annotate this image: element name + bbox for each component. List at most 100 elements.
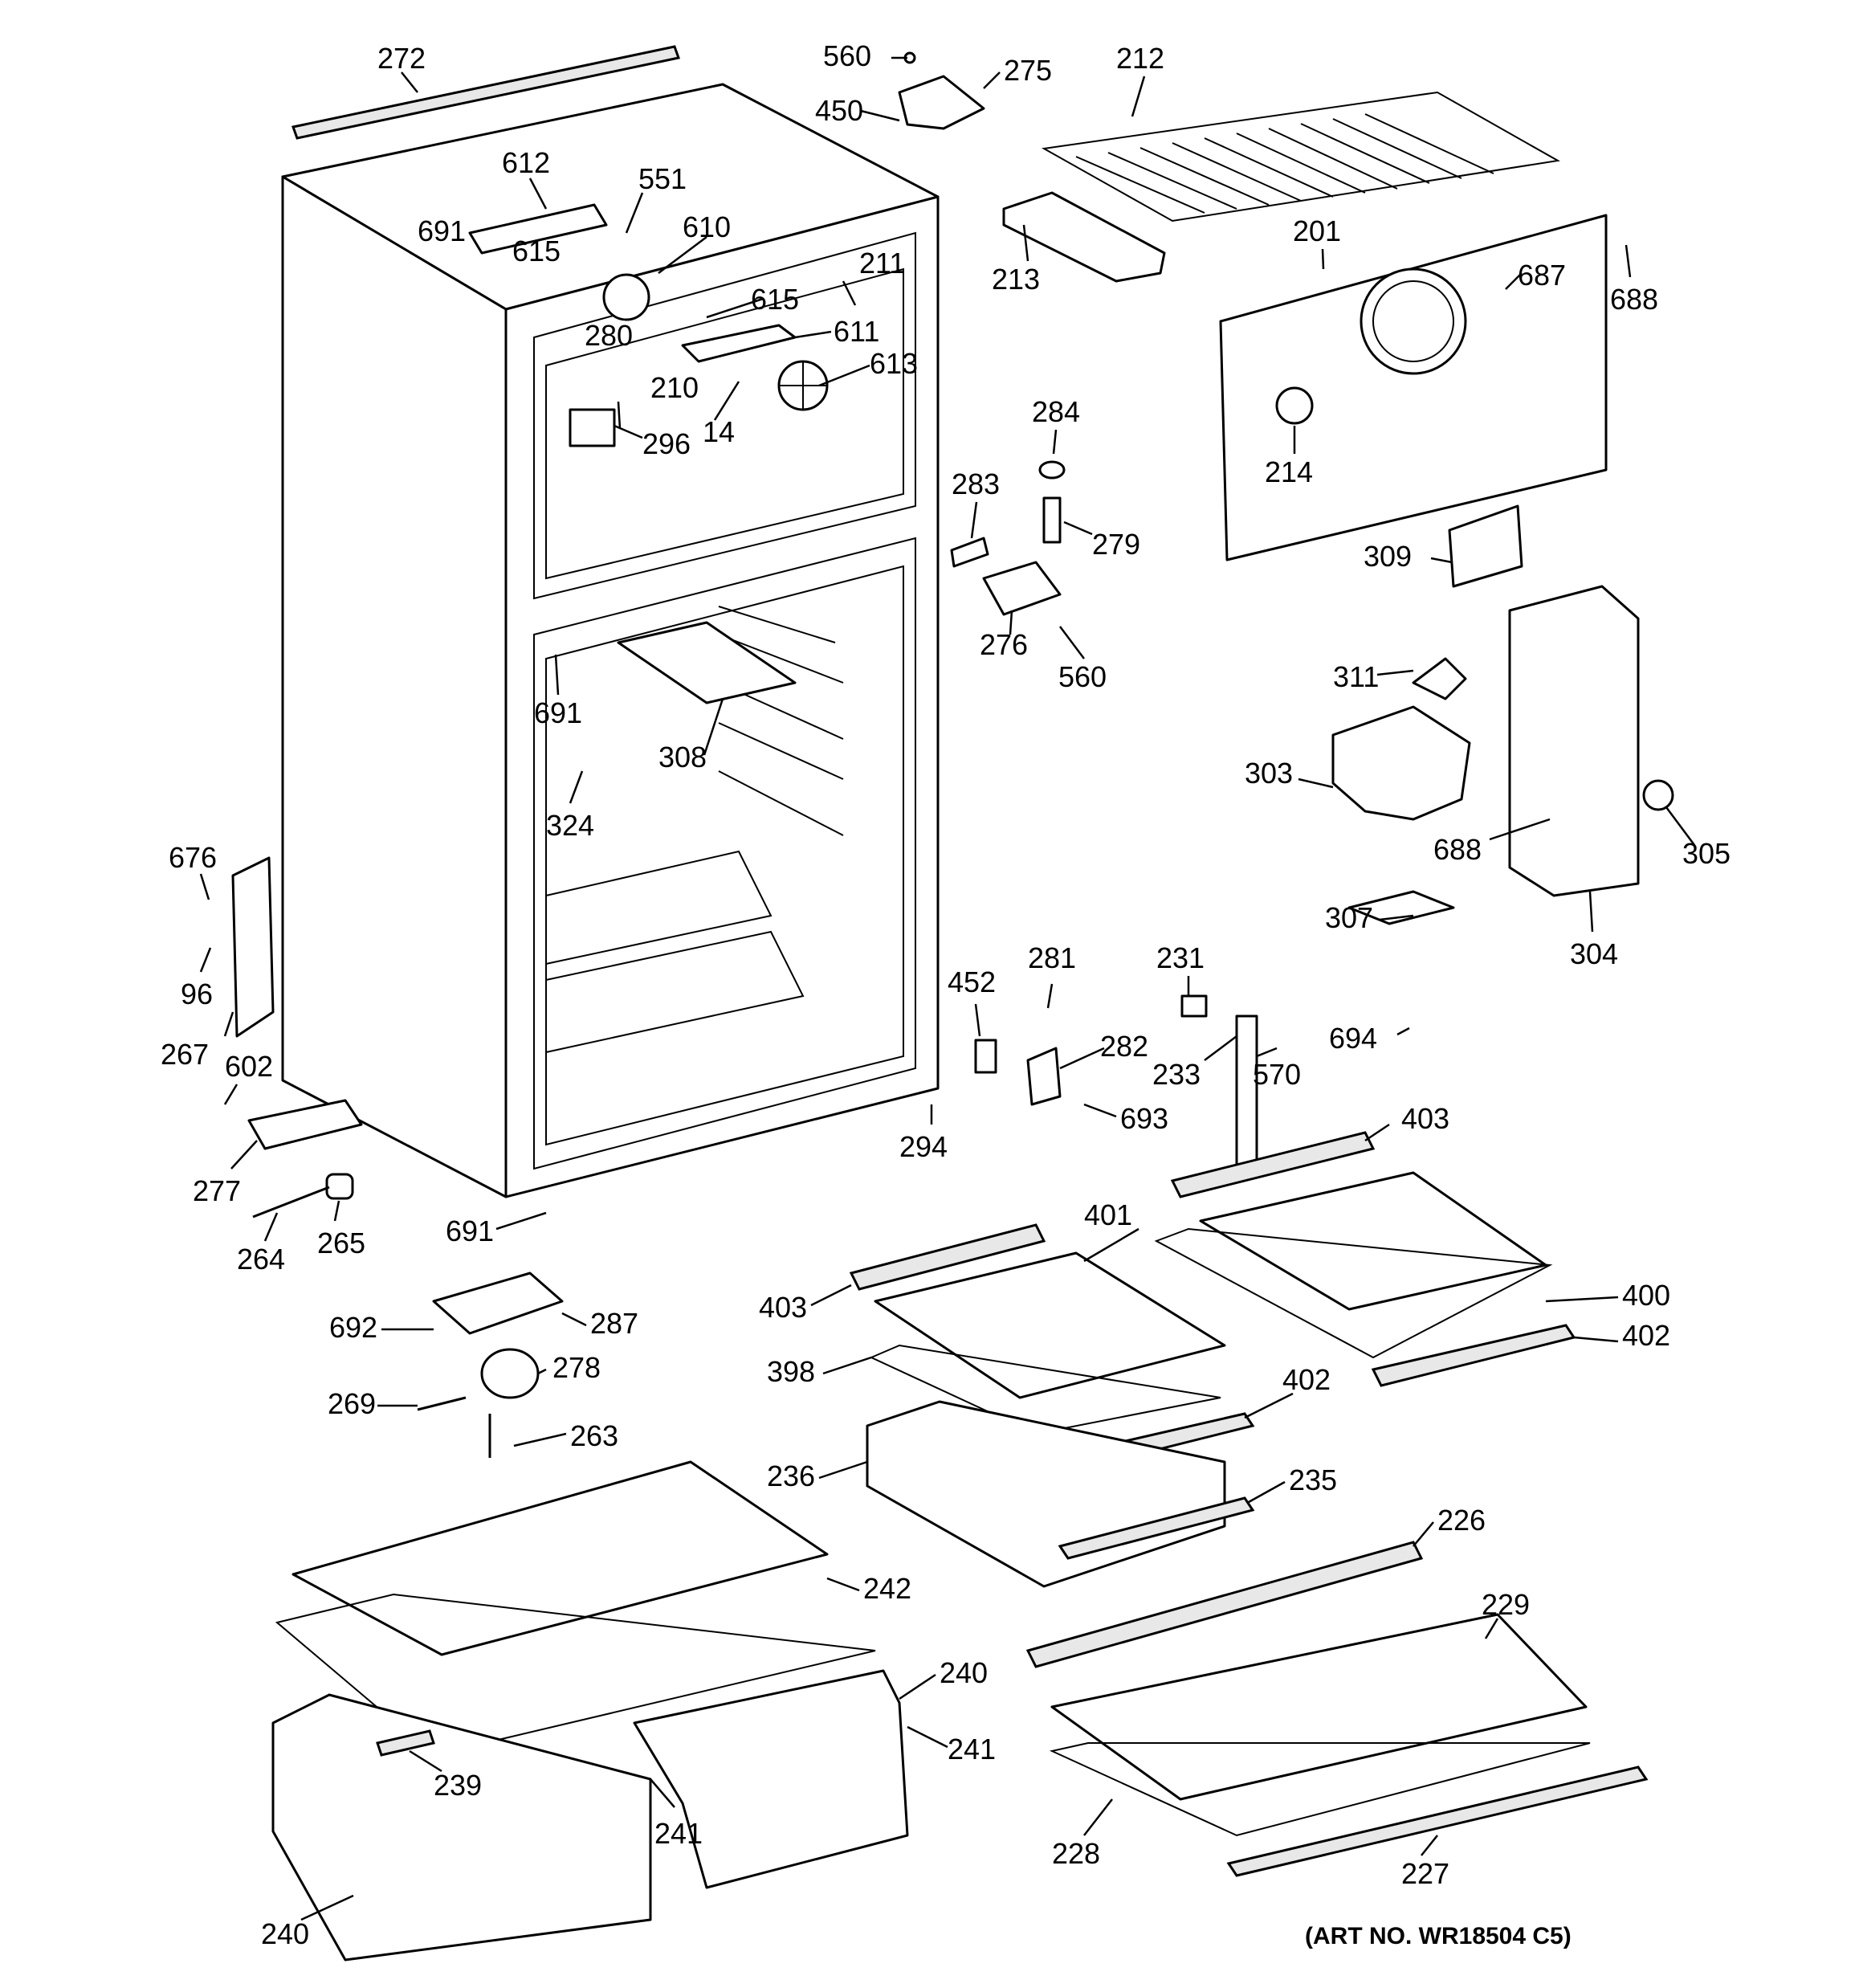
crisper-trim-239-part [376,1729,435,1757]
callout-226: 226 [1437,1504,1486,1537]
leader-lines [199,56,1696,1921]
callout-402: 402 [1622,1319,1670,1352]
knob-311-part [1412,657,1467,700]
thermostat-housing-part [569,408,616,447]
callout-279: 279 [1092,528,1140,561]
callout-692: 692 [329,1311,377,1344]
freezer-shelf-part [1041,91,1560,222]
air-duct-303-part [1331,705,1471,821]
callout-307: 307 [1325,901,1373,934]
block-452-part [974,1039,997,1074]
shelf-trim-226-part [1025,1541,1424,1668]
callout-450: 450 [815,94,863,127]
callout-227: 227 [1401,1857,1449,1890]
callout-611: 611 [834,315,879,348]
callout-324: 324 [546,809,594,842]
callout-14: 14 [703,415,735,448]
callout-277: 277 [193,1174,241,1207]
crisper-drawer-left-part [271,1693,652,1961]
callout-269: 269 [328,1387,376,1420]
side-bracket-part [231,856,275,1038]
shelf-frame-400-part [1154,1227,1553,1359]
bracket-233-part [1235,1014,1258,1166]
callout-276: 276 [980,628,1028,661]
callout-294: 294 [899,1130,948,1163]
callout-613: 613 [870,347,918,380]
callout-241b: 241 [654,1817,703,1850]
shelf-frame-228-part [1049,1742,1591,1837]
washer-284-part [1038,460,1066,480]
callout-213: 213 [992,263,1040,296]
wheel-part [480,1348,540,1399]
callout-242: 242 [863,1572,911,1605]
callout-560b: 560 [1058,660,1107,693]
label-part [1448,504,1523,588]
callout-308: 308 [658,741,707,774]
callout-280: 280 [585,319,633,352]
callout-691b: 691 [534,696,582,729]
callout-401: 401 [1084,1198,1132,1231]
callout-309: 309 [1364,540,1412,573]
callout-400: 400 [1622,1279,1670,1312]
callout-694: 694 [1329,1022,1377,1055]
callout-403b: 403 [759,1291,807,1324]
callout-610: 610 [683,210,731,243]
bracket-612-part [468,203,608,255]
callout-235: 235 [1289,1463,1337,1496]
roller-bracket-part [432,1272,564,1335]
drawer-trim-235-part [1058,1496,1255,1560]
bottom-bracket-part [247,1099,363,1150]
callout-229: 229 [1482,1588,1530,1621]
callout-693: 693 [1120,1102,1168,1135]
bushing-279-part [1042,496,1062,544]
callout-560: 560 [823,39,871,72]
control-housing-304-part [1508,585,1640,897]
callout-602: 602 [225,1050,273,1083]
callout-239: 239 [434,1769,482,1802]
callout-403: 403 [1401,1102,1449,1135]
callout-676: 676 [169,841,217,874]
callout-240: 240 [940,1656,988,1689]
callout-303: 303 [1245,757,1293,790]
callout-212: 212 [1116,42,1164,75]
callout-201: 201 [1293,214,1341,247]
callout-263: 263 [570,1419,618,1452]
top-hinge-part [898,51,985,130]
shelf-trim-227-part [1226,1766,1649,1877]
pin-part [417,1396,467,1411]
callout-275: 275 [1004,54,1052,87]
roller-part [252,1173,354,1219]
crisper-cover-part [617,621,797,704]
callout-688: 688 [1610,283,1658,316]
callout-267: 267 [161,1038,209,1071]
hinge-276-part [982,561,1062,616]
callout-612: 612 [502,146,550,179]
callout-304: 304 [1570,937,1618,970]
shelf-glass-401-lower-part [874,1251,1226,1399]
callout-278: 278 [552,1351,601,1384]
callout-687: 687 [1518,259,1566,292]
callout-228: 228 [1052,1837,1100,1870]
callout-452: 452 [948,965,996,998]
callout-398: 398 [767,1355,815,1388]
art-number: (ART NO. WR18504 C5) [1305,1923,1572,1949]
bracket-231-part [1180,994,1208,1018]
ice-tray-part [1002,191,1166,283]
callout-264: 264 [237,1243,285,1276]
callout-236: 236 [767,1459,815,1492]
callout-labels: 272 560 275 450 212 612 551 691 615 610 … [161,39,1731,1950]
callout-311: 311 [1333,660,1379,693]
crisper-drawer-right-part [633,1669,909,1889]
callout-287: 287 [590,1307,638,1340]
callout-281: 281 [1028,941,1076,974]
fan-motor-part [602,273,829,411]
knob-214-part [1275,386,1314,425]
shelf-trim-402-right-part [1371,1324,1576,1387]
callout-691: 691 [418,214,466,247]
callout-284: 284 [1032,395,1080,428]
callout-402b: 402 [1282,1363,1331,1396]
hinge-282-part [1026,1047,1062,1106]
top-trim-part [291,45,680,140]
callout-240b: 240 [261,1917,309,1950]
